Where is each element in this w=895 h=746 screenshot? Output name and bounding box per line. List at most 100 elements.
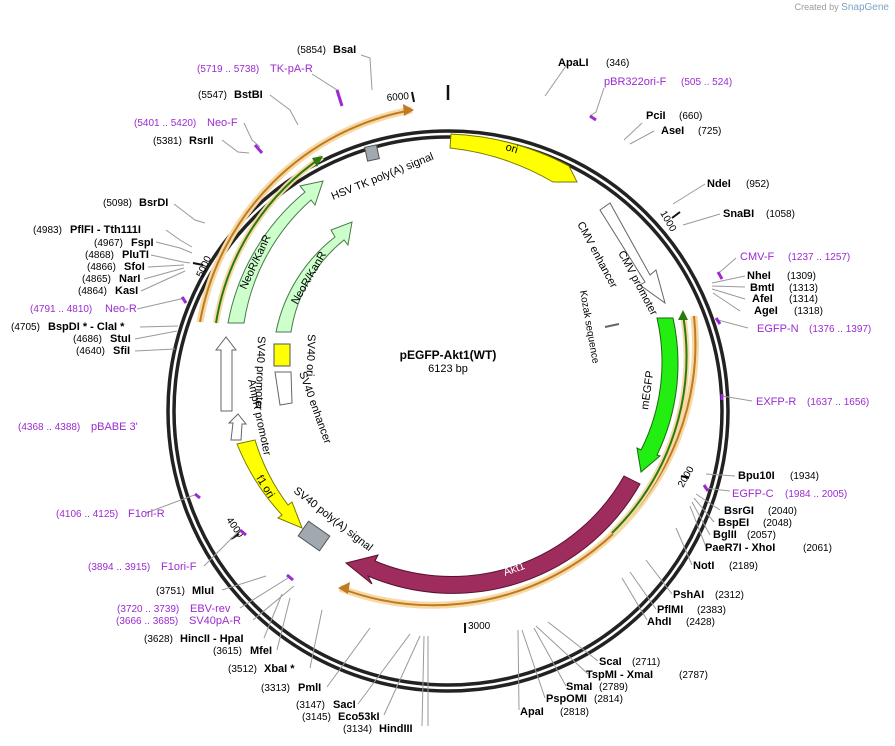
primer-range: (4106 .. 4125) xyxy=(56,509,118,520)
orf-arcs xyxy=(196,104,699,609)
site-name: BglII xyxy=(713,529,737,541)
primer-name: pBABE 3' xyxy=(91,421,138,433)
site-pos: (2040) xyxy=(768,506,797,517)
leader-rsrii xyxy=(221,139,250,154)
tick-2000 xyxy=(680,475,690,479)
site-name: RsrII xyxy=(189,135,213,147)
primer-name: EGFP-N xyxy=(757,323,799,335)
primer-mark-neof xyxy=(253,144,264,154)
leader-smai xyxy=(533,627,567,687)
primer-range: (1637 .. 1656) xyxy=(807,397,869,408)
leader-pbr322 xyxy=(589,87,605,117)
leader-xbai xyxy=(309,609,323,669)
labels-right: ApaLI (346) pBR322ori-F (505 .. 524) Pci… xyxy=(520,57,871,718)
site-pos: (3628) xyxy=(144,634,173,645)
leader-egfpn xyxy=(717,319,749,329)
watermark-credit: Created by xyxy=(794,2,839,12)
feature-cmv-region xyxy=(599,202,666,305)
site-name: PmlI xyxy=(298,682,321,694)
leader-asei xyxy=(629,130,655,145)
leader-saci xyxy=(357,633,411,705)
primer-mark-tkpar xyxy=(335,89,344,107)
site-name: XbaI * xyxy=(264,663,295,675)
primer-mark-ebv xyxy=(286,573,294,582)
primer-name: Neo-F xyxy=(207,117,238,129)
site-name: NotI xyxy=(693,560,714,572)
site-pos: (346) xyxy=(606,58,629,69)
feature-neor-outer xyxy=(227,180,324,324)
leader-sfii xyxy=(134,348,176,352)
site-pos: (4983) xyxy=(33,225,62,236)
tick-label-4000: 4000 xyxy=(224,515,246,540)
leader-pflmi xyxy=(629,571,657,610)
watermark: Created by SnapGene xyxy=(795,2,889,13)
site-name: PspOMI xyxy=(546,693,587,705)
orf-arc-top xyxy=(199,109,413,323)
orf-neo xyxy=(215,156,323,324)
leader-afei xyxy=(711,288,746,300)
primer-range: (5719 .. 5738) xyxy=(197,64,259,75)
feature-megfp-label: mEGFP xyxy=(639,370,656,410)
site-pos: (2312) xyxy=(715,590,744,601)
site-name: BsrGI xyxy=(724,505,754,517)
feature-neor-inner-label: NeoR/KanR xyxy=(289,250,329,307)
leader-bsai xyxy=(360,54,373,91)
primer-range: (4368 .. 4388) xyxy=(18,422,80,433)
leader-bsrgi xyxy=(695,493,721,511)
site-name: StuI xyxy=(110,333,131,345)
site-pos: (4868) xyxy=(85,250,114,261)
leader-tth xyxy=(165,229,193,248)
orf-arc-top-head xyxy=(403,104,414,116)
feature-sv40pa-box xyxy=(297,520,331,552)
tick-label-6000: 6000 xyxy=(386,91,410,104)
leader-ebvrev xyxy=(239,577,289,609)
feature-sv40-enhancer-label: SV40 enhancer xyxy=(296,370,333,446)
plasmid-name: pEGFP-Akt1(WT) xyxy=(400,348,497,362)
site-name: SmaI xyxy=(566,681,592,693)
tick-5000 xyxy=(192,262,204,266)
primer-mark-cmvf xyxy=(716,271,724,280)
feature-sv40-ori xyxy=(273,343,291,367)
leader-bspei xyxy=(693,497,715,523)
tick-6000 xyxy=(411,91,415,103)
site-name: AseI xyxy=(661,125,684,137)
site-name: ApaLI xyxy=(558,57,589,69)
site-name: PshAI xyxy=(673,589,704,601)
site-pos: (3751) xyxy=(156,586,185,597)
site-pos: (5098) xyxy=(103,198,132,209)
leader-mlui xyxy=(221,575,267,591)
site-pos: (1314) xyxy=(789,294,818,305)
primer-range: (505 .. 524) xyxy=(681,77,732,88)
site-pos: (4686) xyxy=(73,334,102,345)
site-name: AfeI xyxy=(752,293,773,305)
leader-eco53ki xyxy=(383,635,421,716)
site-name: PluTI xyxy=(122,249,149,261)
leader-clai xyxy=(139,325,179,328)
site-name: MluI xyxy=(192,585,214,597)
leader-nari xyxy=(143,267,185,280)
site-pos: (3134) xyxy=(343,724,372,735)
site-pos: (2789) xyxy=(599,682,628,693)
site-pos: (4705) xyxy=(11,322,40,333)
leader-agei xyxy=(712,292,741,312)
leader-nhei xyxy=(711,275,746,284)
site-name: Eco53kI xyxy=(338,711,380,723)
primer-name: SV40pA-R xyxy=(189,615,241,627)
leader-pmli xyxy=(326,627,371,688)
primer-mark-pbr322 xyxy=(589,114,597,122)
leader-pspomi xyxy=(521,629,546,699)
site-pos: (3145) xyxy=(302,712,331,723)
leader-apali xyxy=(544,62,569,97)
leader-fspi xyxy=(155,241,193,254)
site-pos: (5854) xyxy=(297,45,326,56)
site-pos: (2814) xyxy=(594,694,623,705)
feature-ori-label: ori xyxy=(504,141,519,156)
primer-name: EXFP-R xyxy=(756,396,796,408)
site-name: BspEI xyxy=(718,517,749,529)
site-name: AgeI xyxy=(754,305,778,317)
primer-range: (3666 .. 3685) xyxy=(116,616,178,627)
feature-kozak-mark xyxy=(604,323,620,328)
site-name: SnaBI xyxy=(723,208,754,220)
primer-mark-f1orif xyxy=(239,528,247,537)
feature-sv40-promoter-label: SV40 promoter xyxy=(252,336,267,411)
